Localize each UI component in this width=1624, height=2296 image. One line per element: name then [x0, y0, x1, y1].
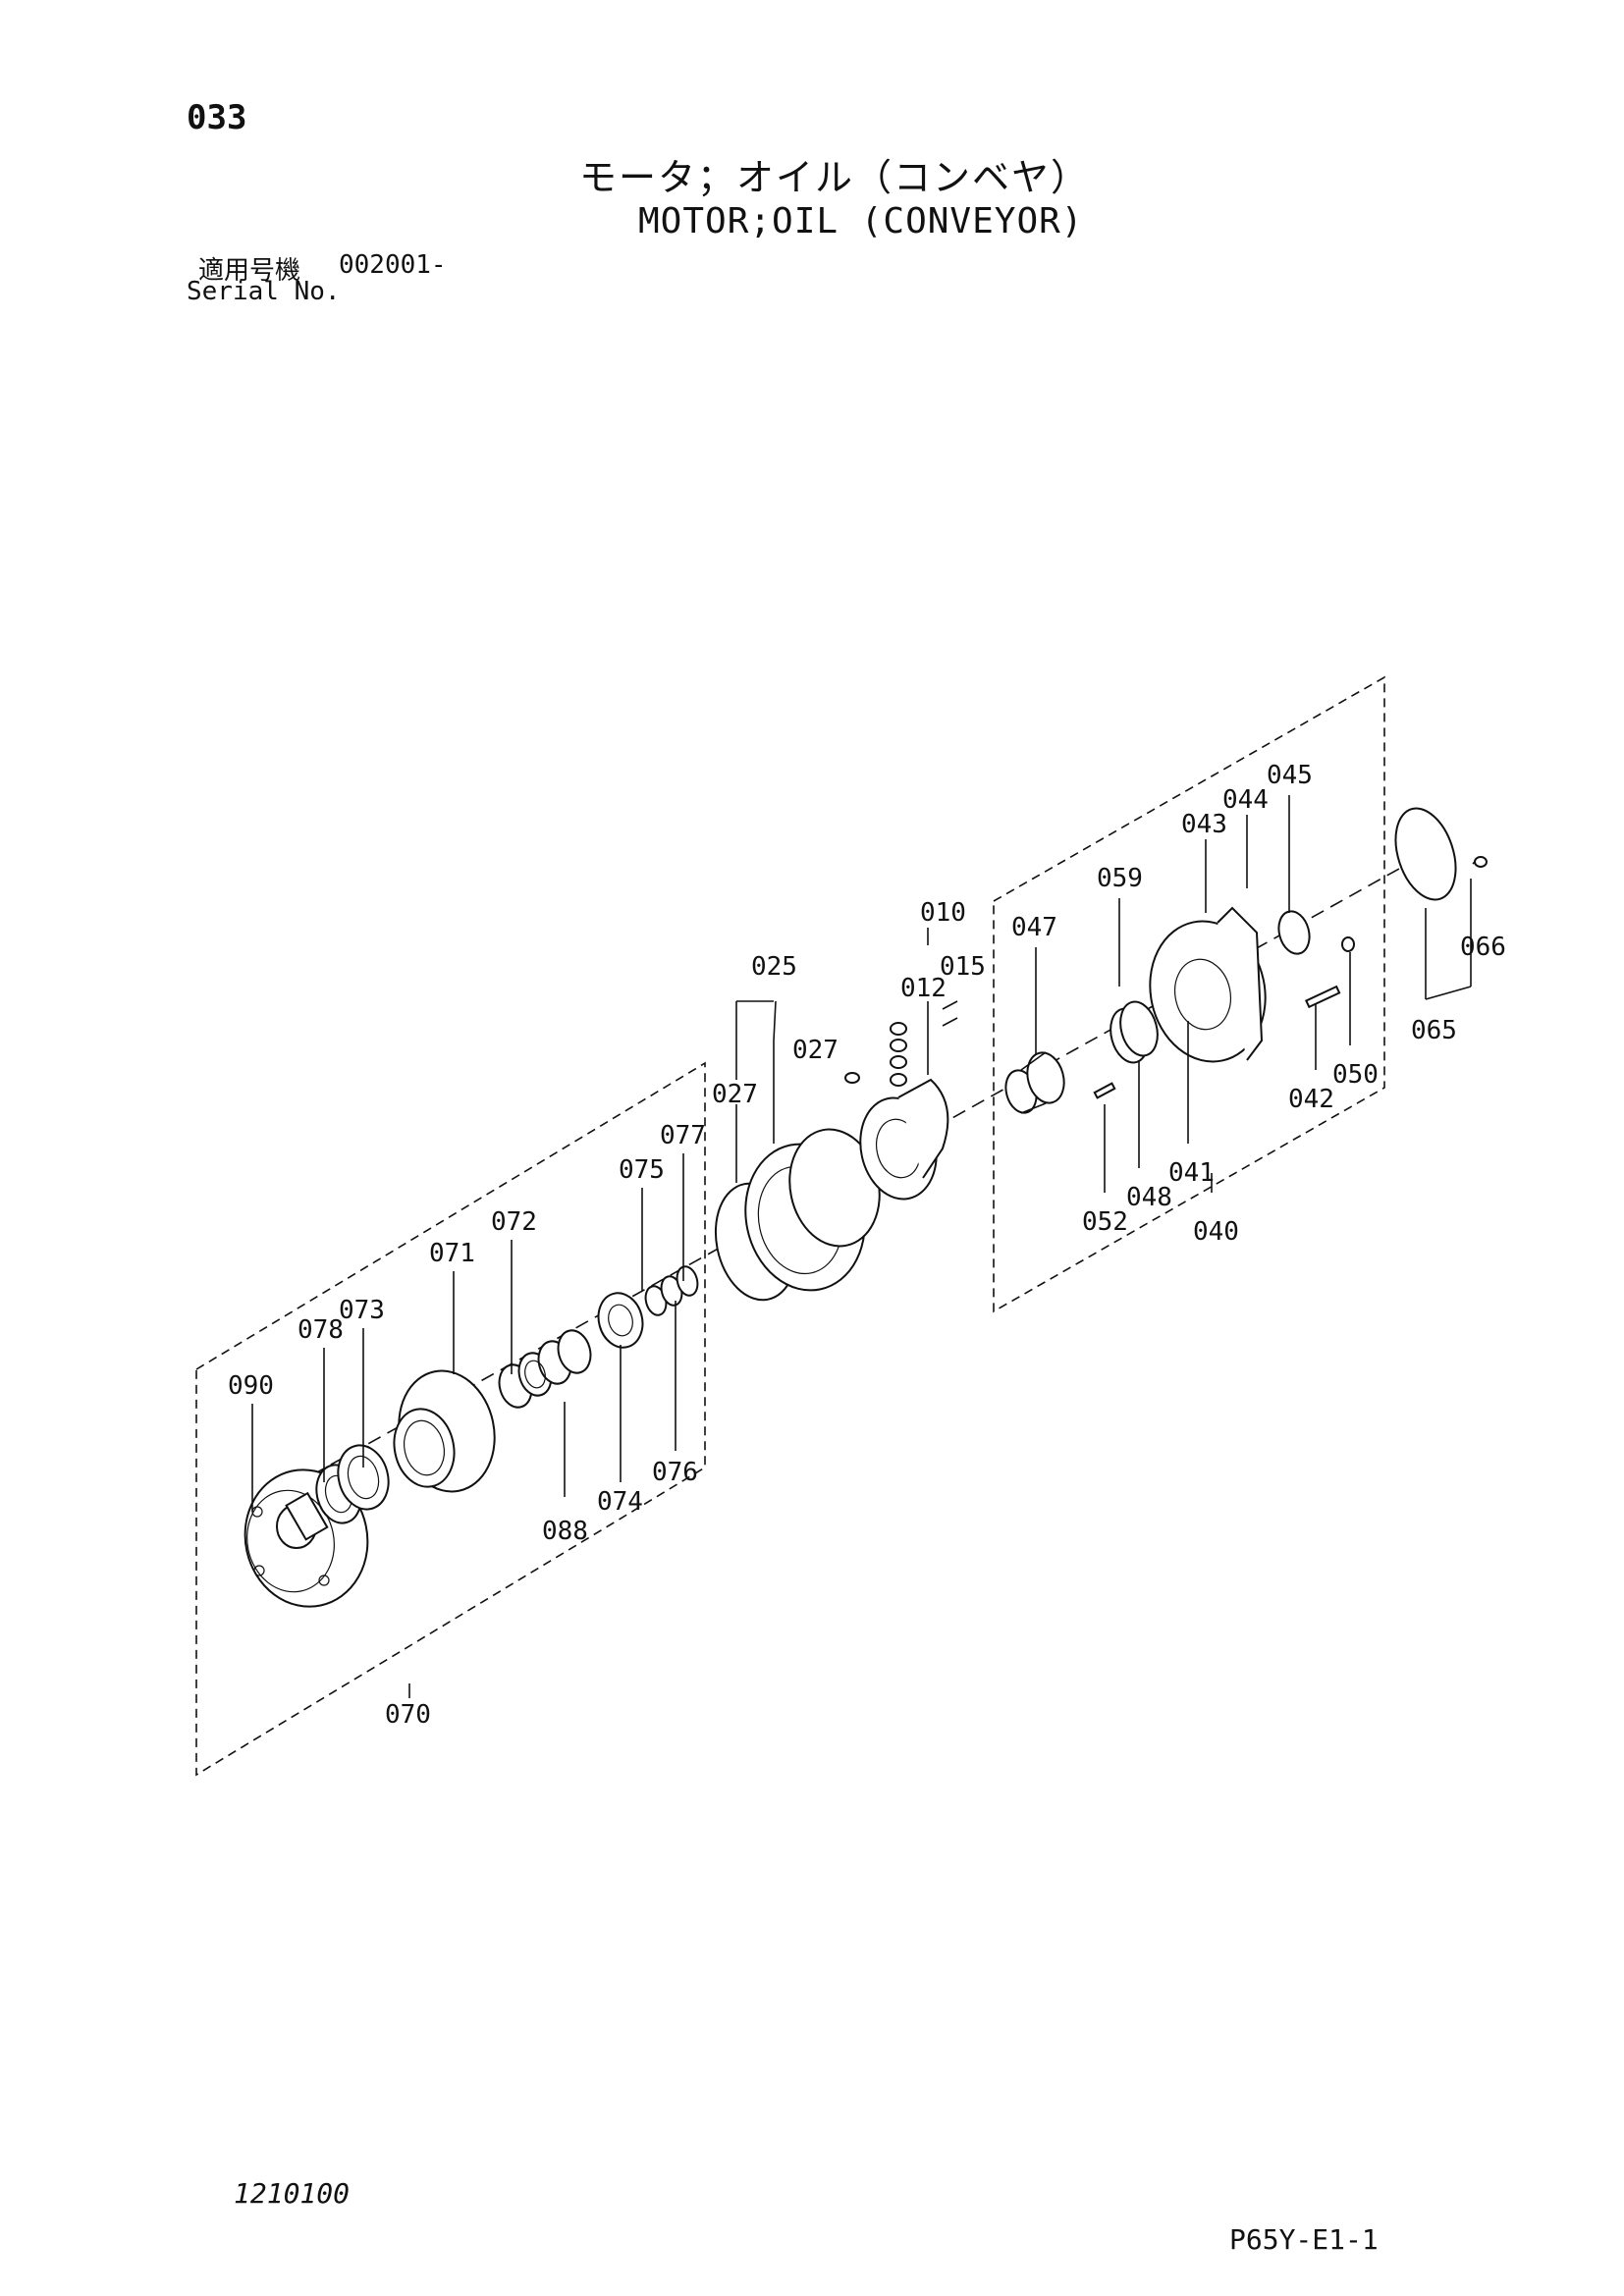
bearing-073	[315, 1444, 390, 1524]
housing-071	[393, 1369, 496, 1493]
spring-048	[1110, 1000, 1159, 1064]
callout-040: 040	[1193, 1217, 1239, 1247]
page-number: 033	[187, 98, 247, 137]
callout-042: 042	[1288, 1085, 1334, 1114]
callout-048: 048	[1126, 1183, 1172, 1212]
callout-077: 077	[660, 1121, 706, 1150]
snap-rings-075-077	[644, 1265, 699, 1316]
callout-044: 044	[1222, 785, 1269, 815]
callout-065: 065	[1411, 1016, 1457, 1045]
rings-072	[498, 1329, 592, 1409]
rotor-047	[1004, 1051, 1065, 1114]
callout-047: 047	[1011, 913, 1057, 942]
cover-065	[1394, 807, 1457, 901]
callout-076: 076	[652, 1458, 698, 1487]
serial-value: 002001-	[339, 250, 447, 280]
callout-090: 090	[228, 1371, 274, 1401]
callout-041: 041	[1168, 1158, 1215, 1188]
bolt-042	[1304, 985, 1341, 1009]
group-070-boundary	[195, 1061, 706, 1777]
callout-072: 072	[491, 1207, 537, 1237]
callout-075: 075	[619, 1155, 665, 1185]
callout-010: 010	[920, 898, 966, 928]
callout-052: 052	[1082, 1207, 1128, 1237]
serial-label-japanese: 適用号機	[198, 256, 301, 286]
bearing-074	[597, 1292, 644, 1349]
callout-045: 045	[1267, 761, 1313, 790]
serial-label-english: Serial No.	[187, 277, 341, 306]
callout-043: 043	[1181, 810, 1227, 839]
cylinder-025	[714, 1128, 881, 1302]
title-english: MOTOR;OIL (CONVEYOR)	[638, 201, 1084, 241]
sheet-code: P65Y-E1-1	[1229, 2223, 1379, 2256]
group-040-boundary	[993, 675, 1385, 1313]
callout-012: 012	[900, 974, 947, 1003]
document-code: 1210100	[234, 2177, 351, 2210]
callout-027-left: 027	[712, 1080, 758, 1109]
oring-045	[1277, 910, 1311, 955]
callout-071: 071	[429, 1239, 475, 1268]
callout-073: 073	[339, 1296, 385, 1325]
pin-052	[1093, 1082, 1116, 1099]
callout-078: 078	[298, 1315, 344, 1345]
callout-059: 059	[1097, 864, 1143, 893]
callout-025: 025	[751, 952, 797, 982]
callout-027-right: 027	[792, 1036, 839, 1065]
plug-050	[1341, 936, 1355, 952]
title-japanese: モータ；オイル（コンベヤ）	[579, 156, 1091, 199]
casing-041	[1149, 906, 1267, 1063]
callout-066: 066	[1460, 933, 1506, 962]
bearing-assembly	[859, 1078, 949, 1201]
callout-050: 050	[1332, 1060, 1379, 1090]
callout-070: 070	[385, 1700, 431, 1730]
valve-parts-010	[844, 1000, 958, 1087]
callout-074: 074	[597, 1487, 643, 1517]
callout-015: 015	[940, 952, 986, 982]
callout-088: 088	[542, 1517, 588, 1546]
